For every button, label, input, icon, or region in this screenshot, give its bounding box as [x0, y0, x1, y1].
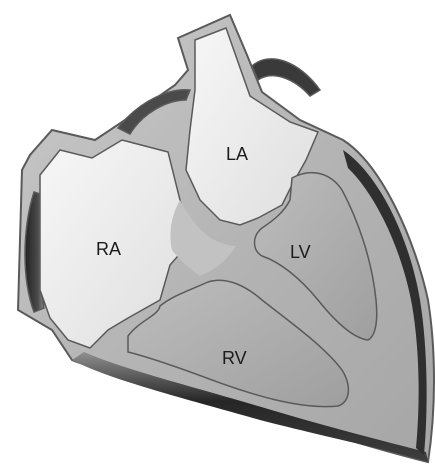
label-ra: RA [96, 239, 121, 259]
label-la: LA [226, 144, 248, 164]
label-lv: LV [290, 242, 311, 262]
label-rv: RV [222, 348, 247, 368]
